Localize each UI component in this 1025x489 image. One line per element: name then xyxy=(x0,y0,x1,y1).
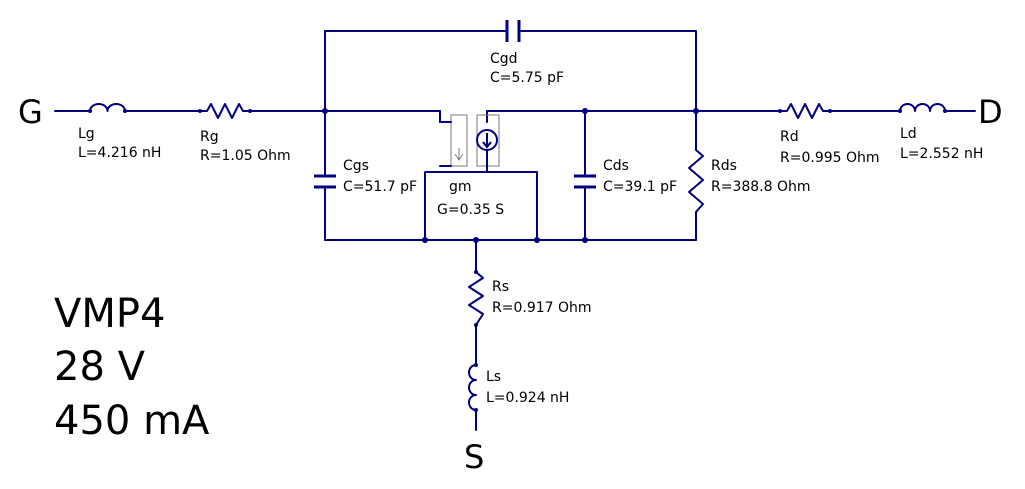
resistor-rds-symbol xyxy=(688,149,704,213)
resistor-rg-symbol xyxy=(199,103,251,119)
rd-value-label: R=0.995 Ohm xyxy=(780,150,880,166)
cgd-name-label: Cgd xyxy=(490,51,518,67)
port-gate-label: G xyxy=(18,93,43,131)
rs-value-label: R=0.917 Ohm xyxy=(492,300,592,316)
resistor-rd-symbol xyxy=(779,103,831,119)
gm-source-symbol xyxy=(439,114,500,173)
junction-drain-node xyxy=(693,108,699,114)
capacitor-cgd-symbol xyxy=(505,20,521,42)
wire-gm-sense xyxy=(439,121,452,167)
rg-name-label: Rg xyxy=(200,129,219,145)
ld-name-label: Ld xyxy=(900,126,917,142)
inductor-ls-symbol xyxy=(468,364,477,411)
capacitor-cds-symbol xyxy=(574,174,596,189)
cgd-value-label: C=5.75 pF xyxy=(490,70,564,86)
ls-name-label: Ls xyxy=(486,369,501,385)
gm-name-label: gm xyxy=(449,179,472,195)
junction-cds-top xyxy=(582,108,588,114)
device-model-text: VMP4 xyxy=(54,291,165,337)
wires xyxy=(54,30,976,431)
junction-source-node xyxy=(473,237,479,243)
wire-gm-box xyxy=(424,171,538,241)
wire-gm-drain xyxy=(486,110,781,123)
junction-cds-bot xyxy=(582,237,588,243)
port-source-label: S xyxy=(464,438,484,476)
device-current-text: 450 mA xyxy=(54,398,210,444)
gm-sense-arrow xyxy=(454,148,464,161)
cds-value-label: C=39.1 pF xyxy=(603,179,677,195)
wire-cgd-right xyxy=(520,30,697,112)
rg-value-label: R=1.05 Ohm xyxy=(200,148,291,164)
port-drain-label: D xyxy=(978,93,1003,131)
gm-value-label: G=0.35 S xyxy=(437,202,504,218)
junction-gm-left xyxy=(422,237,428,243)
device-voltage-text: 28 V xyxy=(54,344,146,390)
ls-value-label: L=0.924 nH xyxy=(486,390,569,406)
rds-value-label: R=388.8 Ohm xyxy=(711,179,811,195)
junction-gate-node xyxy=(322,108,328,114)
inductor-lg-symbol xyxy=(89,103,126,112)
lg-value-label: L=4.216 nH xyxy=(78,145,161,161)
inductor-ld-symbol xyxy=(899,103,946,112)
cgs-name-label: Cgs xyxy=(343,158,369,174)
capacitor-cgs-symbol xyxy=(314,174,336,189)
cgs-value-label: C=51.7 pF xyxy=(343,179,417,195)
wire-cgd-left xyxy=(324,30,506,112)
rds-name-label: Rds xyxy=(711,158,737,174)
junction-gm-right xyxy=(534,237,540,243)
lg-name-label: Lg xyxy=(78,126,95,142)
rd-name-label: Rd xyxy=(780,129,799,145)
rs-name-label: Rs xyxy=(492,279,509,295)
cds-name-label: Cds xyxy=(603,158,629,174)
gm-sense-box xyxy=(450,114,468,167)
current-source-arrow-icon xyxy=(482,133,492,149)
resistor-rs-symbol xyxy=(468,271,484,326)
ld-value-label: L=2.552 nH xyxy=(900,146,983,162)
